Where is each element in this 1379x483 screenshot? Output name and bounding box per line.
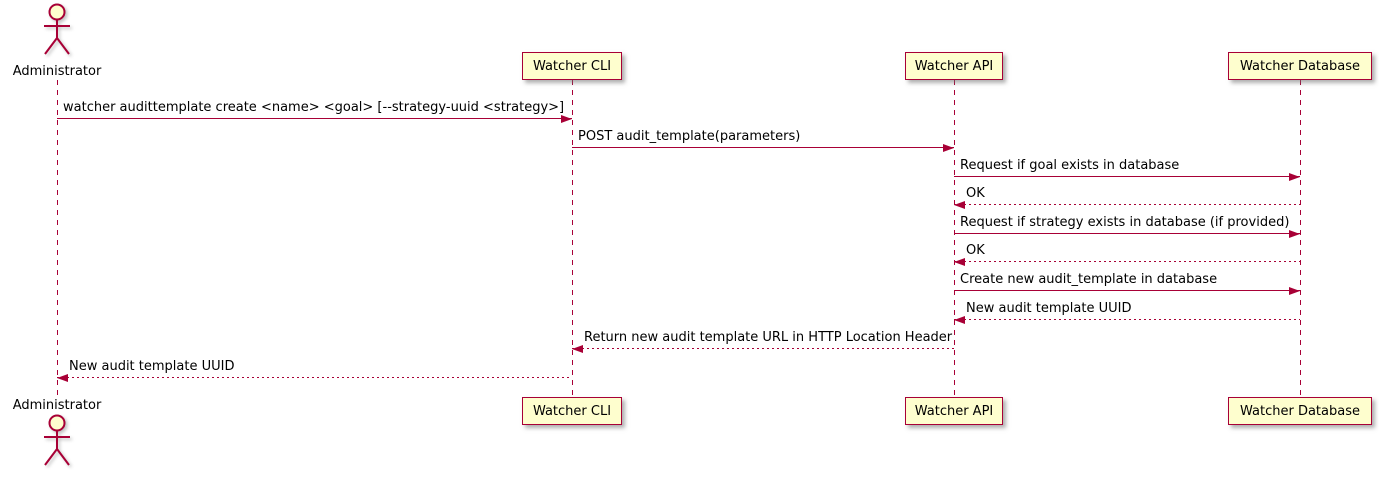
participant-box-watcher-api-top: Watcher API	[905, 52, 1003, 80]
message-label-7: New audit template UUID	[966, 301, 1132, 316]
message-label-1: POST audit_template(parameters)	[578, 129, 801, 144]
participant-label: Watcher Database	[1240, 403, 1360, 419]
participant-label: Watcher CLI	[532, 58, 612, 74]
participant-label: Watcher API	[914, 403, 994, 419]
participant-label: Watcher CLI	[532, 403, 612, 419]
message-arrowhead-icon-6	[1289, 286, 1300, 295]
message-line-6	[954, 290, 1300, 291]
message-label-6: Create new audit_template in database	[960, 272, 1218, 287]
message-label-9: New audit template UUID	[69, 359, 235, 374]
message-line-9	[57, 377, 572, 378]
participant-box-watcher-cli-bottom: Watcher CLI	[522, 397, 622, 425]
message-line-4	[954, 233, 1300, 234]
message-label-3: OK	[966, 186, 985, 201]
person-icon	[44, 3, 70, 55]
participant-label: Watcher API	[914, 58, 994, 74]
message-label-4: Request if strategy exists in database (…	[960, 215, 1290, 230]
actor-label-administrator-bottom: Administrator	[12, 398, 102, 413]
message-label-8: Return new audit template URL in HTTP Lo…	[584, 330, 953, 345]
message-arrowhead-icon-5	[954, 257, 965, 266]
message-arrowhead-icon-7	[954, 315, 965, 324]
message-line-2	[954, 176, 1300, 177]
message-label-2: Request if goal exists in database	[960, 158, 1180, 173]
message-line-7	[954, 319, 1300, 320]
participant-label: Watcher Database	[1240, 58, 1360, 74]
participant-box-watcher-api-bottom: Watcher API	[905, 397, 1003, 425]
lifeline-watcher-database	[1299, 80, 1301, 397]
message-arrowhead-icon-0	[561, 114, 572, 123]
participant-box-watcher-database-bottom: Watcher Database	[1228, 397, 1372, 425]
message-label-5: OK	[966, 243, 985, 258]
actor-figure-administrator-top	[37, 3, 77, 63]
person-icon	[44, 414, 70, 466]
lifeline-watcher-api	[953, 80, 955, 397]
message-line-8	[572, 348, 954, 349]
lifeline-watcher-cli	[571, 80, 573, 397]
message-arrowhead-icon-9	[57, 373, 68, 382]
message-label-0: watcher audittemplate create <name> <goa…	[63, 100, 565, 115]
participant-box-watcher-database-top: Watcher Database	[1228, 52, 1372, 80]
message-line-3	[954, 204, 1300, 205]
participant-box-watcher-cli-top: Watcher CLI	[522, 52, 622, 80]
message-arrowhead-icon-3	[954, 200, 965, 209]
lifeline-administrator	[56, 80, 58, 397]
message-arrowhead-icon-4	[1289, 229, 1300, 238]
message-arrowhead-icon-8	[572, 344, 583, 353]
actor-figure-administrator-bottom	[37, 414, 77, 474]
message-line-0	[57, 118, 572, 119]
message-arrowhead-icon-2	[1289, 172, 1300, 181]
actor-label-administrator-top: Administrator	[12, 64, 102, 79]
message-arrowhead-icon-1	[943, 143, 954, 152]
message-line-5	[954, 261, 1300, 262]
message-line-1	[572, 147, 954, 148]
